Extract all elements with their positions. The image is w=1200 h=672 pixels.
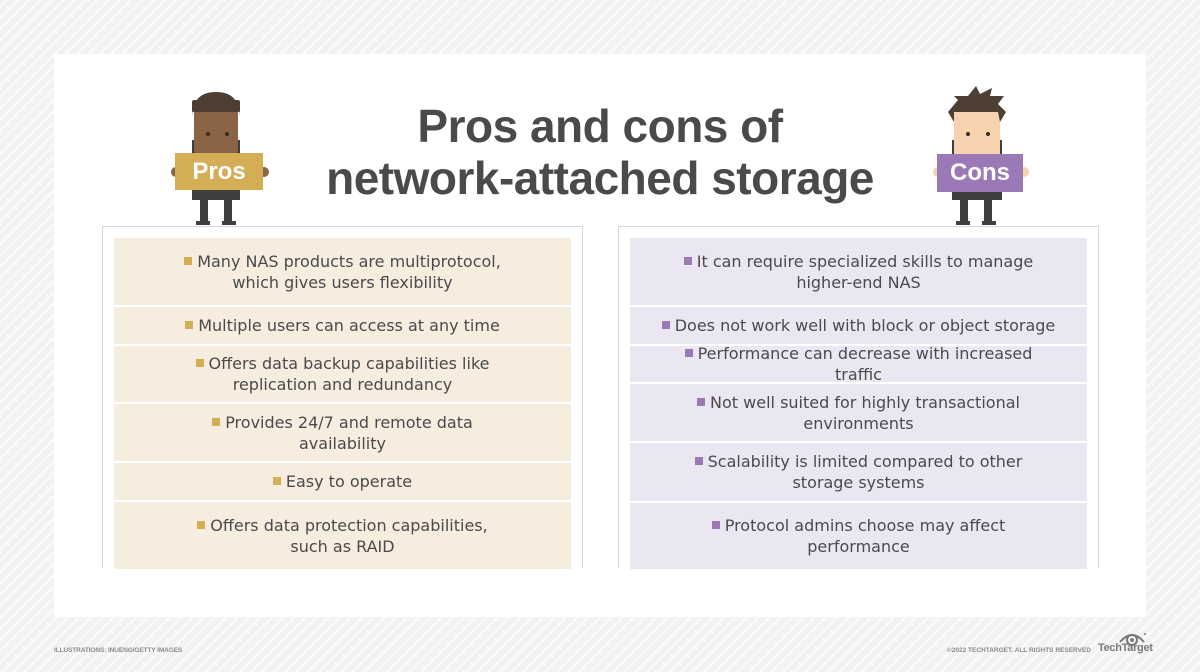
cons-list-item: Scalability is limited compared to other… (630, 443, 1087, 503)
pros-list-item: Offers data protection capabilities,such… (114, 502, 571, 569)
cons-list-item: Does not work well with block or object … (630, 307, 1087, 346)
item-text-line-1: Offers data protection capabilities, (210, 515, 488, 535)
square-bullet-icon (185, 321, 194, 329)
item-text-line-1: Multiple users can access at any time (198, 316, 500, 335)
pros-panel: Many NAS products are multiprotocol,whic… (102, 226, 583, 569)
item-text-line-2: availability (298, 433, 386, 453)
item-text-line-2: which gives users flexibility (232, 272, 453, 292)
cons-list-item: Protocol admins choose may affect perform… (630, 503, 1087, 569)
square-bullet-icon (272, 477, 281, 485)
techtarget-logo: TechTarget (1098, 630, 1153, 658)
item-text-line-1: Many NAS products are multiprotocol, (197, 251, 501, 271)
item-text-line-1: Scalability is limited compared to other (707, 452, 1023, 471)
square-bullet-icon (683, 256, 692, 265)
square-bullet-icon (661, 321, 670, 329)
eye-icon (1119, 633, 1146, 646)
item-text-line-2: replication and redundancy (232, 375, 453, 394)
square-bullet-icon (694, 457, 703, 465)
item-text-line-1: Provides 24/7 and remote data (225, 412, 473, 432)
item-text-line-1: Does not work well with block or object … (674, 316, 1056, 335)
square-bullet-icon (684, 349, 693, 357)
copyright-notice: ©2022 TECHTARGET. ALL RIGHTS RESERVED (947, 647, 1091, 654)
square-bullet-icon (184, 256, 193, 265)
logo-text: TechTarget (1098, 642, 1153, 654)
item-text-line-2: environments (803, 413, 914, 433)
item-text-line-1: Performance can decrease with increased … (697, 344, 1033, 384)
square-bullet-icon (697, 397, 706, 406)
item-text-line-1: It can require specialized skills to man… (696, 251, 1034, 271)
square-bullet-icon (212, 417, 221, 426)
cons-list-item: Not well suited for highly transactional… (630, 384, 1087, 443)
square-bullet-icon (195, 359, 204, 367)
pros-list: Many NAS products are multiprotocol,whic… (114, 238, 571, 569)
cons-sign-label: Cons (950, 159, 1010, 186)
page-title: Pros and cons of network-attached storag… (280, 100, 920, 204)
item-text-line-1: Offers data backup capabilities like (208, 354, 490, 373)
square-bullet-icon (711, 521, 720, 529)
pros-list-item: Offers data backup capabilities like repl… (114, 346, 571, 404)
pros-sign-label: Pros (192, 158, 246, 185)
pros-list-item: Easy to operate (114, 463, 571, 502)
item-text-line-2: performance (807, 537, 910, 556)
item-text-line-2: such as RAID (290, 536, 395, 556)
cons-list-item: Performance can decrease with increased … (630, 344, 1087, 384)
pros-list-item: Many NAS products are multiprotocol,whic… (114, 238, 571, 307)
item-text-line-2: storage systems (792, 473, 925, 492)
item-text-line-1: Protocol admins choose may affect (724, 516, 1006, 535)
cons-panel: It can require specialized skills to man… (618, 226, 1099, 569)
item-text-line-2: higher-end NAS (796, 272, 921, 292)
illustration-credit: ILLUSTRATIONS: INUENG/GETTY IMAGES (54, 647, 183, 654)
square-bullet-icon (197, 520, 206, 529)
title-line-2: network-attached storage (326, 152, 874, 204)
title-line-1: Pros and cons of (417, 100, 783, 152)
item-text-line-1: Not well suited for highly transactional (710, 392, 1020, 412)
item-text-line-1: Easy to operate (285, 472, 413, 491)
person-holding-sign-icon (933, 86, 1029, 225)
pros-character-illustration: Pros (170, 90, 270, 228)
cons-character-illustration: Cons (930, 86, 1030, 228)
pros-list-item: Multiple users can access at any time (114, 307, 571, 346)
person-holding-sign-icon (171, 92, 269, 225)
cons-list: It can require specialized skills to man… (630, 238, 1087, 569)
cons-list-item: It can require specialized skills to man… (630, 238, 1087, 307)
